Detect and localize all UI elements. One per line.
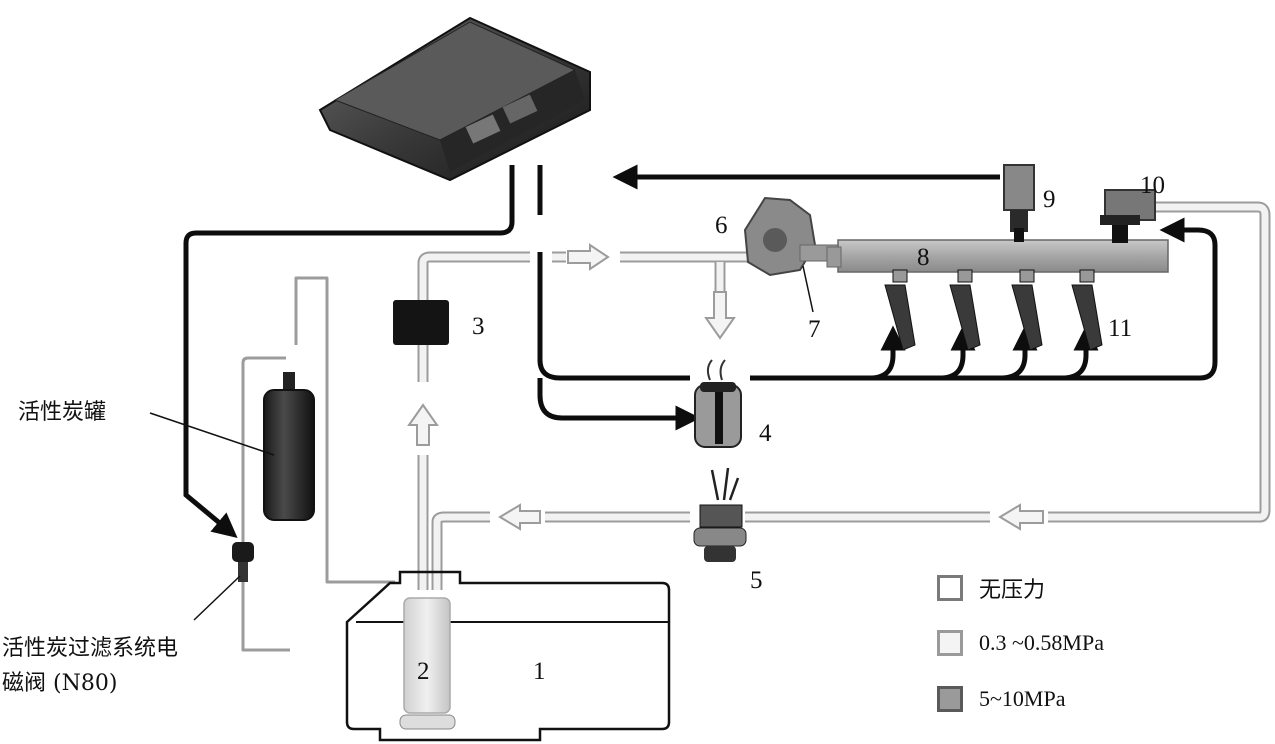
legend-label: 5~10MPa	[979, 686, 1066, 711]
label-component-6: 6	[715, 212, 728, 239]
callout-n80-line2: 磁阀 (N80)	[2, 671, 118, 696]
label-component-8: 8	[917, 244, 930, 271]
signal-line-inj4	[1061, 325, 1099, 381]
injector-4	[1071, 269, 1103, 351]
pressure-sensor	[1003, 164, 1035, 242]
signal-line-main	[537, 252, 690, 381]
injector-3	[1011, 269, 1043, 351]
pressure-regulator	[693, 467, 747, 562]
legend-label: 无压力	[979, 577, 1046, 602]
legend-item-no-pressure: 无压力	[937, 572, 1045, 604]
label-component-2: 2	[417, 658, 430, 685]
legend-label: 0.3 ~0.58MPa	[979, 630, 1104, 655]
signal-lines	[183, 164, 1218, 539]
label-component-4: 4	[759, 420, 772, 447]
callout-carbon-canister: 活性炭罐	[18, 400, 107, 425]
injector-1	[884, 269, 916, 351]
label-component-5: 5	[750, 567, 763, 594]
label-component-1: 1	[533, 658, 546, 685]
signal-line-inj2	[939, 325, 976, 381]
carbon-canister	[263, 372, 315, 521]
signal-line-to-n80	[183, 165, 515, 539]
flow-arrow-right	[567, 243, 610, 271]
legend-item-high-pressure: 5~10MPa	[937, 686, 1065, 712]
fuel-filter	[393, 300, 449, 345]
label-component-11: 11	[1108, 315, 1133, 342]
label-component-7: 7	[808, 316, 821, 343]
legend-swatch-high-pressure	[937, 686, 963, 712]
injectors	[884, 269, 1103, 351]
flow-arrow-left-2	[998, 503, 1044, 531]
signal-line-rail	[750, 217, 1218, 381]
flow-arrow-down	[704, 291, 736, 340]
flow-arrow-left-1	[498, 503, 541, 531]
callout-n80-line1: 活性炭过滤系统电	[2, 636, 179, 661]
fuel-rail	[826, 239, 1169, 273]
low-pressure-pipes	[241, 201, 1271, 652]
callout-lines	[149, 265, 814, 621]
label-component-9: 9	[1043, 186, 1056, 213]
high-pressure-pump	[743, 196, 841, 277]
pressure-limiting-valve	[1100, 189, 1156, 243]
solenoid-valve	[694, 359, 742, 448]
signal-line-inj1	[869, 325, 906, 381]
fuel-pump	[399, 597, 456, 730]
legend-item-low-pressure: 0.3 ~0.58MPa	[937, 630, 1104, 656]
ecu-control-unit	[318, 16, 591, 182]
signal-line-to-solenoid	[537, 378, 701, 431]
label-component-10: 10	[1140, 172, 1165, 199]
fuel-tank	[345, 570, 671, 742]
legend-swatch-low-pressure	[937, 630, 963, 656]
n80-solenoid-valve	[232, 542, 254, 582]
flow-arrows	[407, 243, 1044, 531]
legend-swatch-no-pressure	[937, 575, 963, 601]
label-component-3: 3	[472, 313, 485, 340]
flow-arrow-up	[407, 403, 439, 446]
injector-2	[949, 269, 981, 351]
signal-line-inj3	[999, 325, 1038, 381]
